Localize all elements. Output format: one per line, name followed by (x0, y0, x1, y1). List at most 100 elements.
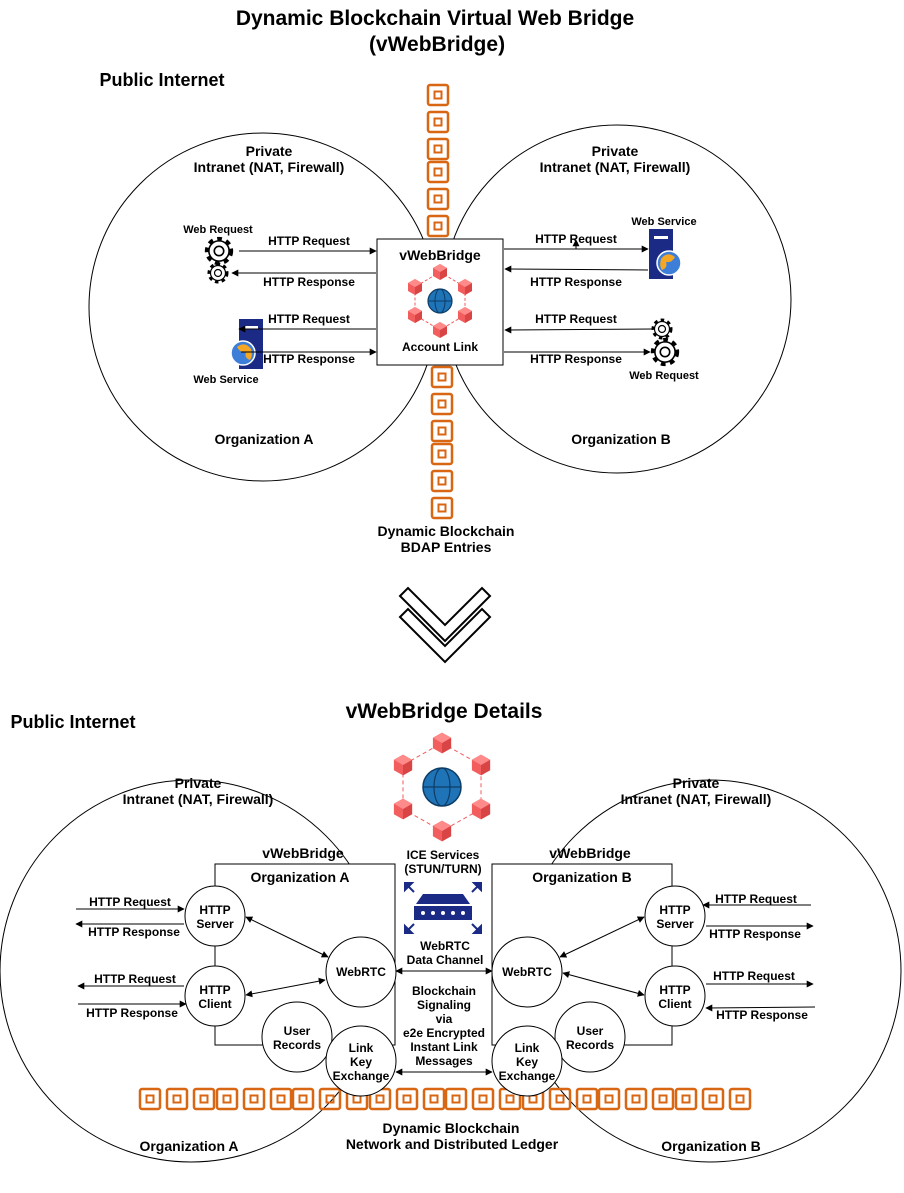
details-title: vWebBridge Details (346, 700, 543, 723)
signaling-line5: Instant Link (410, 1040, 478, 1054)
bottom-private-b-line1: Private (673, 775, 720, 791)
public-internet-label: Public Internet (99, 70, 224, 90)
server-b-webrtc-arrow (559, 916, 645, 958)
signaling-line1: Blockchain (412, 984, 476, 998)
ice-label-line2: (STUN/TURN) (404, 862, 481, 876)
bottom-b-server-response-label: HTTP Response (709, 927, 801, 941)
link-key-exchange-b-node: Link Key Exchange (491, 1025, 563, 1097)
top-a-response-label: HTTP Response (263, 275, 355, 289)
web-request-a-label: Web Request (183, 224, 253, 236)
link-key-a-line3: Exchange (333, 1069, 390, 1083)
webrtc-b-node: WebRTC (491, 936, 563, 1008)
bridge-a-title: vWebBridge (262, 845, 344, 861)
ledger-label-line2: Network and Distributed Ledger (346, 1136, 559, 1152)
link-key-b-line3: Exchange (499, 1069, 556, 1083)
user-records-a-node: User Records (261, 1001, 333, 1073)
bottom-b-client-request-label: HTTP Request (713, 969, 795, 983)
top-a-service-response-label: HTTP Response (263, 352, 355, 366)
http-server-a-node: HTTP Server (184, 885, 246, 947)
bottom-org-a-label: Organization A (139, 1138, 238, 1154)
http-server-a-line2: Server (196, 917, 234, 931)
http-client-a-line2: Client (198, 997, 231, 1011)
http-client-b-node: HTTP Client (644, 965, 706, 1027)
top-b-response-arrow (504, 265, 649, 273)
http-client-a-line1: HTTP (199, 983, 230, 997)
private-a-line2: Intranet (NAT, Firewall) (194, 159, 345, 175)
link-key-a-line1: Link (349, 1041, 374, 1055)
web-request-b-label: Web Request (629, 370, 699, 382)
top-section: Dynamic Blockchain Virtual Web Bridge (v… (88, 7, 792, 555)
webrtc-a-node: WebRTC (325, 936, 397, 1008)
http-client-b-line1: HTTP (659, 983, 690, 997)
user-records-a-line1: User (284, 1024, 311, 1038)
top-b-request-label: HTTP Request (535, 232, 617, 246)
diagram-title-line2: (vWebBridge) (369, 33, 505, 56)
private-b-line2: Intranet (NAT, Firewall) (540, 159, 691, 175)
web-service-a-server-icon (230, 318, 264, 370)
http-server-b-line1: HTTP (659, 903, 690, 917)
bottom-a-server-request-label: HTTP Request (89, 895, 171, 909)
signaling-line4: e2e Encrypted (403, 1026, 485, 1040)
account-link-icon (408, 264, 472, 338)
http-server-b-node: HTTP Server (644, 885, 706, 947)
bottom-b-server-request-label: HTTP Request (715, 892, 797, 906)
http-server-a-line1: HTTP (199, 903, 230, 917)
http-client-a-node: HTTP Client (184, 965, 246, 1027)
signaling-line2: Signaling (417, 998, 471, 1012)
webrtc-channel-line1: WebRTC (420, 939, 470, 953)
web-service-a-label: Web Service (193, 374, 258, 386)
top-b-web-request-label: HTTP Request (535, 312, 617, 326)
link-key-b-line2: Key (516, 1055, 538, 1069)
bottom-private-a-line2: Intranet (NAT, Firewall) (123, 791, 274, 807)
top-b-web-request-arrow (504, 326, 653, 334)
webrtc-channel-line2: Data Channel (407, 953, 484, 967)
top-a-service-request-label: HTTP Request (268, 312, 350, 326)
ledger-chain (138, 1087, 752, 1111)
link-key-b-line1: Link (515, 1041, 540, 1055)
bottom-org-b-label: Organization B (661, 1138, 761, 1154)
ice-services-icon (393, 732, 491, 842)
bridge-a-org-label: Organization A (250, 869, 349, 885)
signaling-line6: Messages (415, 1054, 473, 1068)
top-org-b-label: Organization B (571, 431, 671, 447)
network-device-icon (404, 882, 482, 934)
bottom-private-a-line1: Private (175, 775, 222, 791)
link-key-exchange-a-node: Link Key Exchange (325, 1025, 397, 1097)
bottom-b-client-response-label: HTTP Response (716, 1008, 808, 1022)
top-b-web-response-label: HTTP Response (530, 352, 622, 366)
bridge-b-title: vWebBridge (549, 845, 631, 861)
bottom-section: Public Internet vWebBridge Details Priva… (0, 700, 902, 1163)
user-records-b-line2: Records (566, 1038, 614, 1052)
http-client-b-line2: Client (658, 997, 691, 1011)
web-request-a-gear-icon (207, 239, 231, 284)
bdap-label-line2: BDAP Entries (401, 539, 492, 555)
client-b-webrtc-arrow (562, 971, 645, 997)
private-b-line1: Private (592, 143, 639, 159)
client-a-webrtc-arrow (245, 977, 326, 998)
signaling-line3: via (436, 1012, 453, 1026)
user-records-b-node: User Records (554, 1001, 626, 1073)
link-key-a-line2: Key (350, 1055, 372, 1069)
ice-label-line1: ICE Services (407, 848, 480, 862)
web-service-b-server-icon (648, 228, 682, 280)
ledger-label-line1: Dynamic Blockchain (383, 1120, 520, 1136)
chevron-down-icon (398, 586, 492, 664)
bottom-public-internet-label: Public Internet (10, 712, 135, 732)
bottom-b-client-response-arrow (705, 1004, 816, 1012)
server-a-webrtc-arrow (245, 916, 329, 958)
bdap-label-line1: Dynamic Blockchain (378, 523, 515, 539)
top-b-response-label: HTTP Response (530, 275, 622, 289)
bottom-a-client-request-label: HTTP Request (94, 972, 176, 986)
web-service-b-label: Web Service (631, 216, 696, 228)
account-link-label: Account Link (402, 340, 478, 354)
webrtc-b-label: WebRTC (502, 965, 552, 979)
bottom-a-server-response-label: HTTP Response (88, 925, 180, 939)
bottom-private-b-line2: Intranet (NAT, Firewall) (621, 791, 772, 807)
private-a-line1: Private (246, 143, 293, 159)
bottom-a-client-response-label: HTTP Response (86, 1006, 178, 1020)
user-records-b-line1: User (577, 1024, 604, 1038)
bridge-b-org-label: Organization B (532, 869, 632, 885)
top-a-request-label: HTTP Request (268, 234, 350, 248)
webrtc-a-label: WebRTC (336, 965, 386, 979)
